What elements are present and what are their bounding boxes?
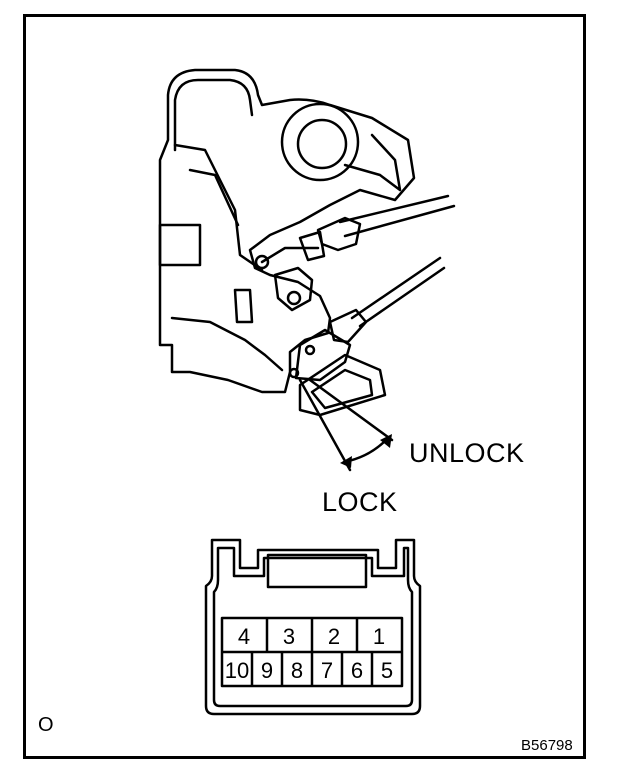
lock-body-rib-2: [188, 168, 240, 227]
pin-numbers-bottom-row: 10 9 8 7 6 5: [225, 658, 393, 683]
pin-label: 3: [283, 624, 295, 649]
lock-body-outline: [158, 68, 416, 394]
lock-lever: [298, 353, 387, 417]
pin-numbers-top-row: 4 3 2 1: [238, 624, 385, 649]
side-slot: [233, 288, 254, 324]
pin-label: 6: [351, 658, 363, 683]
knob-linkage: [294, 328, 352, 382]
pin-label: 9: [261, 658, 273, 683]
pin-label: 4: [238, 624, 250, 649]
lock-lever-inner: [310, 368, 374, 410]
lock-label: LOCK: [322, 487, 398, 517]
connector-latch: [266, 553, 368, 589]
lever-arm: [260, 246, 320, 264]
knob-pin-2: [288, 367, 300, 379]
lever-plate: [273, 266, 314, 312]
knob-pin: [304, 344, 316, 356]
unlock-label: UNLOCK: [409, 438, 525, 468]
connector: [204, 538, 422, 716]
lower-body-line: [170, 316, 284, 372]
lock-body-inner-edge: [173, 78, 254, 152]
pin-label: 7: [321, 658, 333, 683]
lever-hole: [286, 290, 302, 306]
lock-position-line: [298, 378, 352, 472]
connector-housing: [204, 538, 422, 716]
pivot-pin: [254, 254, 270, 270]
lower-cable-2: [358, 266, 446, 328]
round-boss-outer: [280, 102, 360, 182]
upper-cable: [338, 194, 450, 224]
connector-housing-inner: [212, 546, 414, 708]
boss-housing: [343, 133, 402, 192]
arrow-head-lock: [340, 456, 352, 468]
diagram-frame: [23, 14, 586, 759]
pin-label: 2: [328, 624, 340, 649]
pin-label: 10: [225, 658, 249, 683]
reference-code: B56798: [521, 737, 573, 754]
upper-cable-2: [343, 204, 456, 238]
round-boss-inner: [296, 118, 348, 170]
arrow-head-unlock: [380, 434, 392, 448]
lock-body-rib: [173, 143, 264, 272]
pin-label: 8: [291, 658, 303, 683]
lower-cable-end: [328, 308, 368, 344]
lower-cable: [350, 256, 442, 320]
pin-label: 5: [381, 658, 393, 683]
corner-code: O: [38, 714, 54, 736]
unlock-position-line: [308, 378, 394, 442]
side-bracket: [158, 223, 202, 267]
pin-label: 1: [373, 624, 385, 649]
upper-cable-clip: [298, 230, 326, 262]
